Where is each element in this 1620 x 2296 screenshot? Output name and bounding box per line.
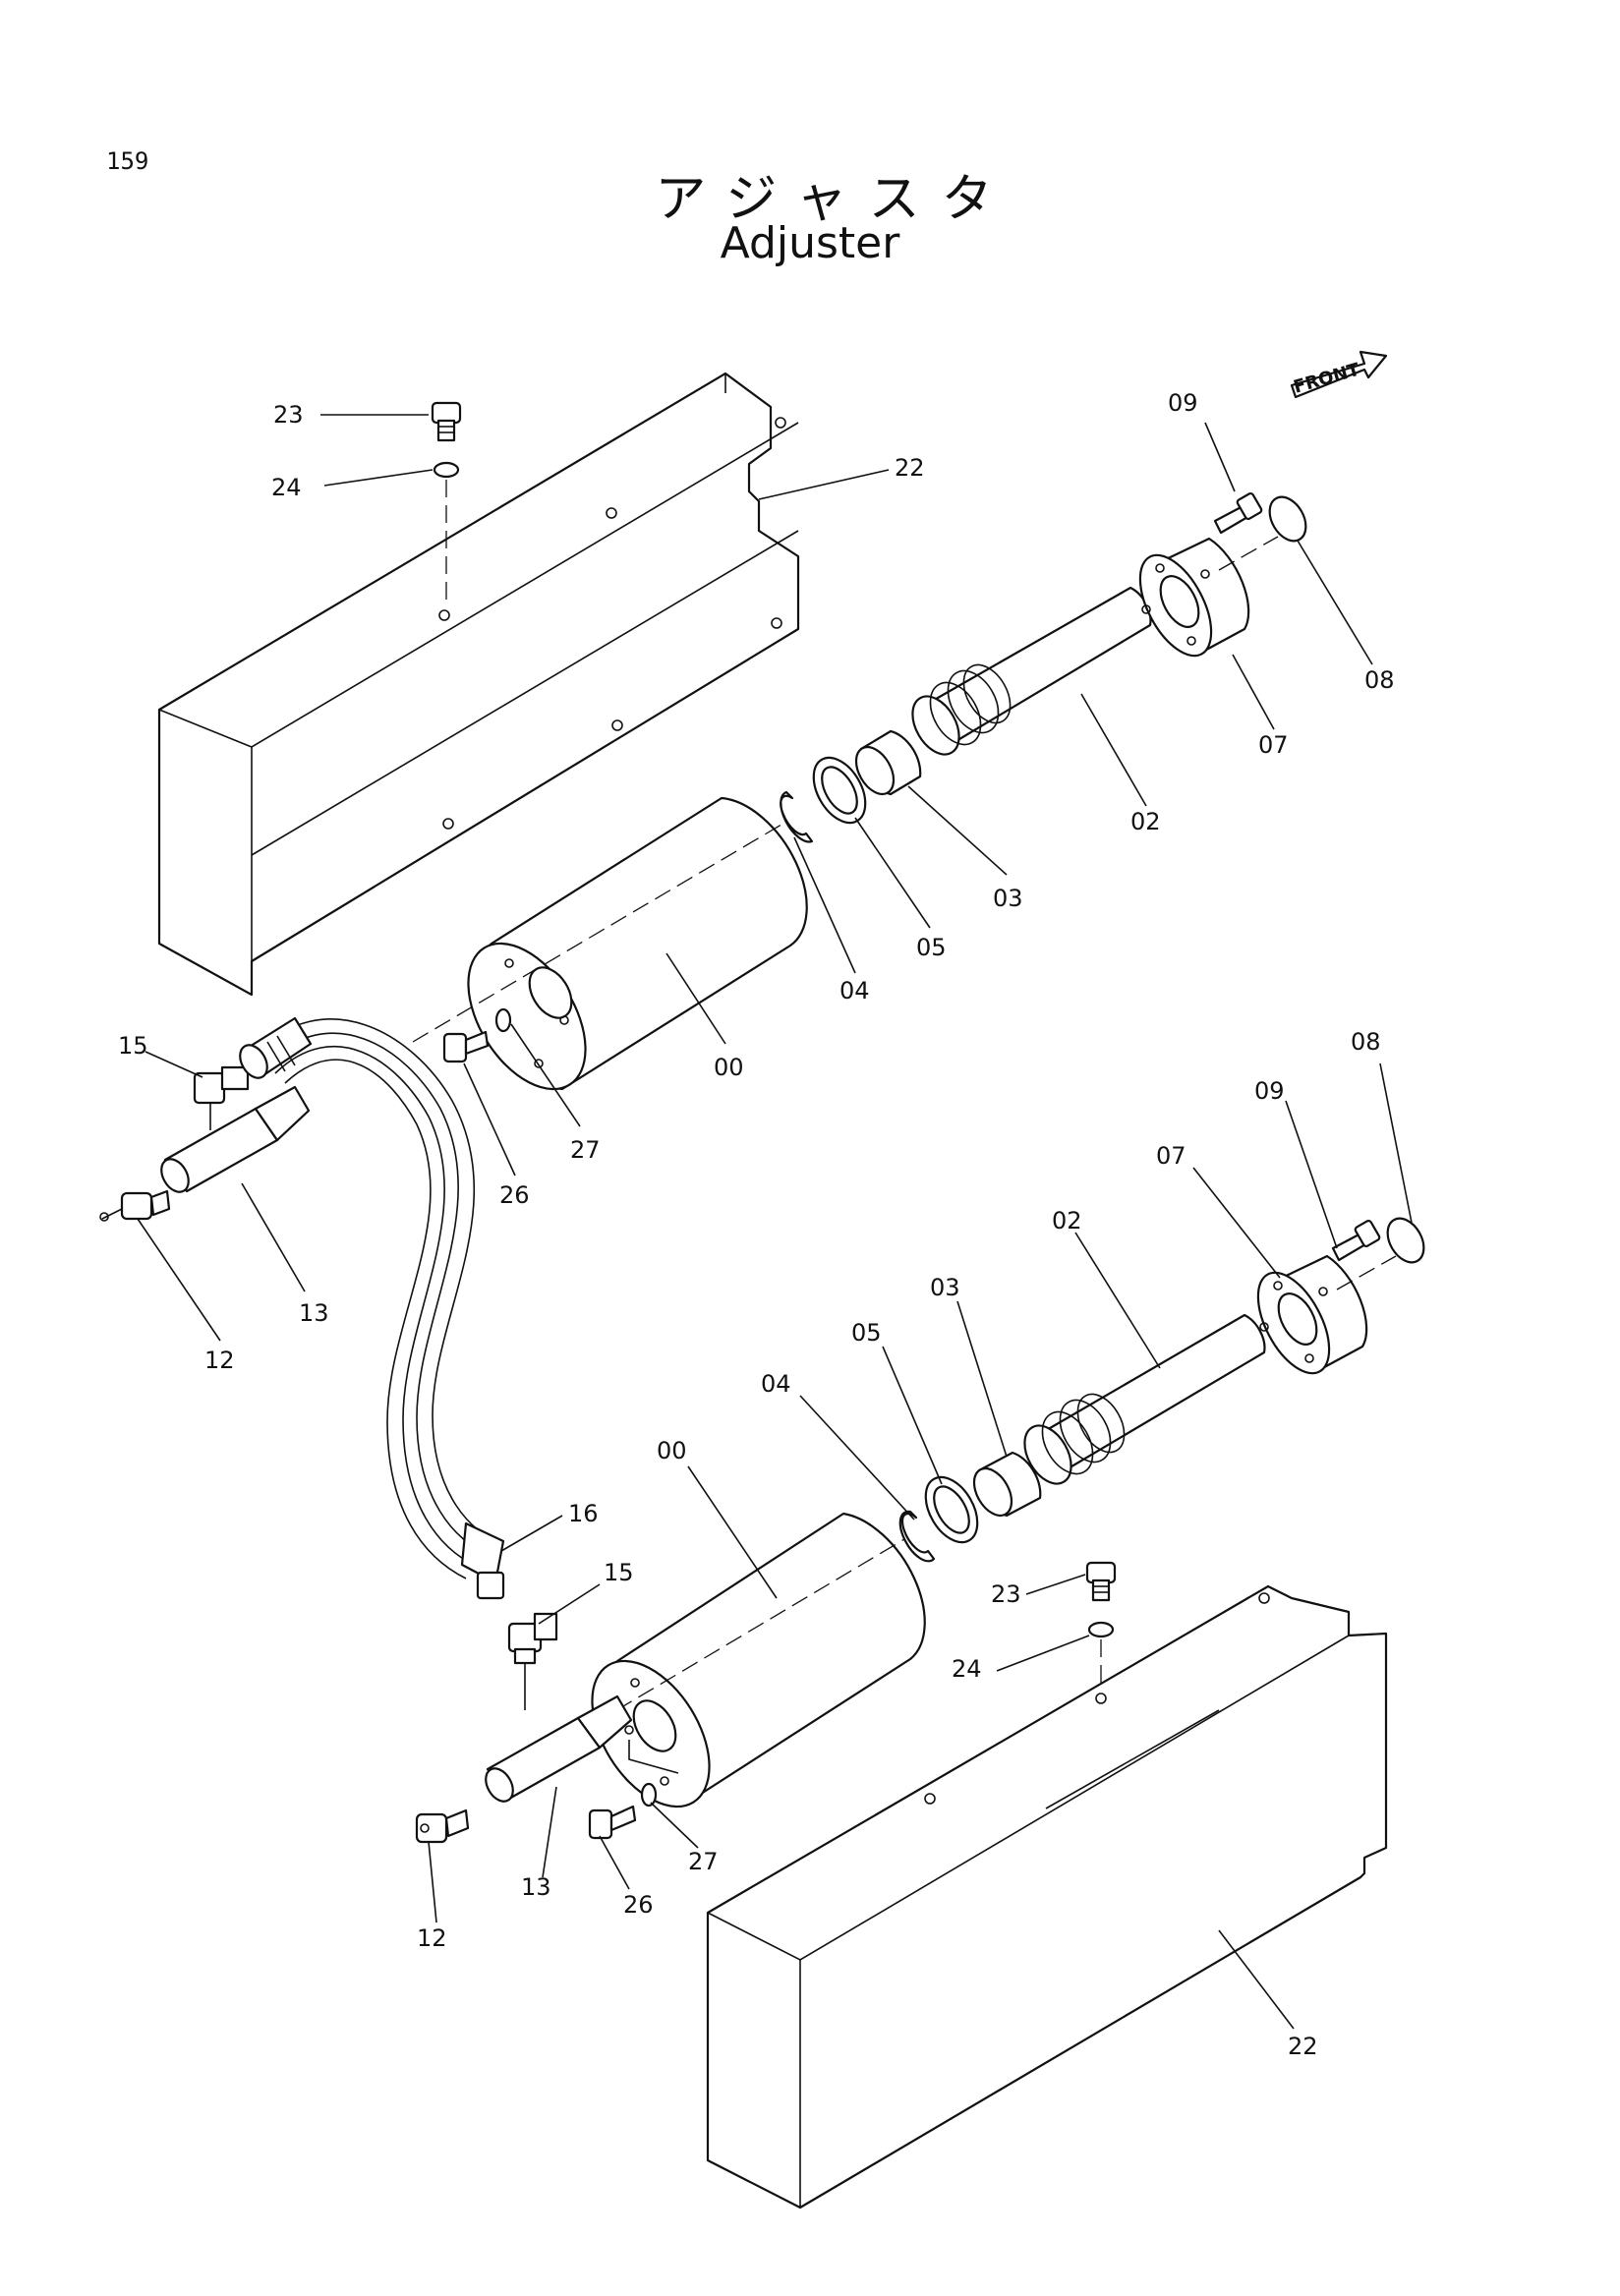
lower-cylinder-00 [591,1512,926,1808]
upper-washer-27 [494,1007,512,1033]
upper-adapter-13 [160,1085,311,1193]
upper-ring-05 [812,756,867,825]
callout-upper-27: 27 [570,1136,601,1164]
callout-upper-15: 15 [118,1032,148,1060]
upper-seal-08 [1268,495,1307,543]
callout-lower-27: 27 [688,1848,719,1875]
upper-elbow-15 [193,1065,250,1130]
page-number: 159 [106,147,149,175]
callout-lower-24: 24 [952,1655,982,1683]
lower-plug-12 [415,1808,470,1844]
upper-cover-22 [157,372,800,997]
lower-elbow-15 [507,1612,558,1710]
title-japanese: アジャスタ [655,170,1014,229]
lower-ring-03 [972,1451,1042,1518]
callout-upper-23: 23 [273,401,304,429]
callout-upper-02: 02 [1130,808,1161,835]
callout-lower-05: 05 [851,1319,882,1347]
upper-bolt-23 [431,401,462,442]
lower-washer-24 [1087,1621,1115,1638]
callout-upper-13: 13 [299,1299,329,1327]
callout-lower-16: 16 [568,1500,599,1527]
callout-upper-22: 22 [895,454,925,482]
callout-upper-12: 12 [204,1347,235,1374]
upper-bolt-26 [442,1030,490,1063]
front-arrow-marker: FRONT [1290,350,1388,399]
upper-bolt-09 [1213,491,1263,535]
callout-lower-13: 13 [521,1873,551,1901]
callout-upper-05: 05 [916,934,947,961]
lower-rod-02 [1023,1313,1266,1485]
title-english: Adjuster [720,218,900,268]
upper-washer-24 [433,461,460,479]
callout-upper-24: 24 [271,474,302,501]
callout-lower-00: 00 [657,1437,687,1464]
callout-upper-04: 04 [839,977,870,1004]
upper-flange-07 [1138,537,1250,658]
lower-bolt-09 [1331,1219,1381,1262]
upper-cylinder-00 [467,796,808,1091]
callout-upper-09: 09 [1168,389,1198,417]
callout-lower-03: 03 [930,1274,960,1301]
callout-lower-22: 22 [1288,2033,1318,2060]
upper-snap-ring-04 [780,790,814,843]
callout-lower-15: 15 [604,1559,634,1586]
upper-plug-12 [99,1189,171,1222]
callout-lower-26: 26 [623,1891,654,1919]
lower-flange-07 [1256,1254,1368,1375]
lower-ring-05 [924,1475,979,1544]
lower-cover-22 [706,1584,1388,2210]
callout-lower-02: 02 [1052,1207,1082,1234]
hose-assembly [239,1016,505,1600]
lower-washer-27 [640,1782,658,1808]
callout-lower-08: 08 [1351,1028,1381,1056]
leader-lines [137,414,1413,2030]
upper-rod-02 [911,586,1152,756]
lower-seal-08 [1386,1217,1425,1264]
callout-upper-00: 00 [714,1054,744,1081]
callout-lower-07: 07 [1156,1142,1186,1170]
upper-ring-03 [854,729,922,796]
front-label: FRONT [1292,359,1363,397]
callout-lower-23: 23 [991,1580,1021,1608]
callout-lower-12: 12 [417,1924,447,1952]
callout-upper-03: 03 [993,885,1023,912]
lower-adapter-13 [485,1694,633,1803]
callout-lower-09: 09 [1254,1077,1285,1105]
callout-upper-08: 08 [1364,666,1395,694]
callout-lower-04: 04 [761,1370,791,1398]
lower-bolt-23 [1085,1561,1117,1602]
lower-snap-ring-04 [898,1510,936,1563]
callout-upper-07: 07 [1258,731,1289,759]
lower-bolt-26 [588,1805,637,1840]
callout-upper-26: 26 [499,1181,530,1209]
